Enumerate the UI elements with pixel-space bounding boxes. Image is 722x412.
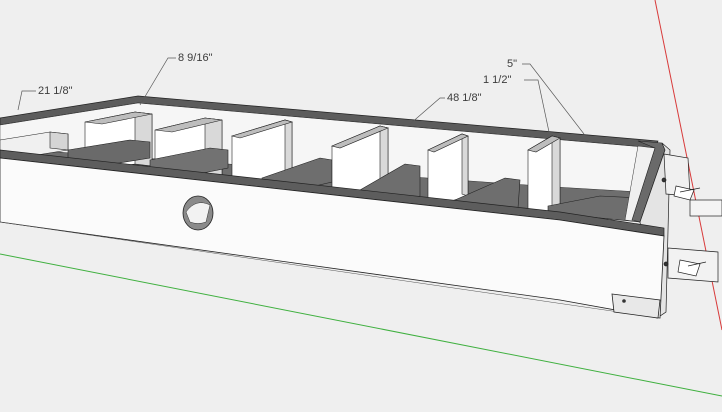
- dimension-length-label: 48 1/8": [447, 92, 482, 104]
- dimension-width-label: 21 1/8": [38, 85, 73, 97]
- hinge-upper: [661, 153, 722, 217]
- dimension-block-depth-label: 5": [507, 58, 518, 70]
- dimension-block-thickness-label: 1 1/2": [483, 74, 512, 86]
- dimension-divider-spacing-label: 8 9/16": [178, 52, 213, 64]
- green-axis: [0, 253, 722, 397]
- hinge-lower: [663, 247, 719, 283]
- dimension-leaders: [17, 57, 585, 135]
